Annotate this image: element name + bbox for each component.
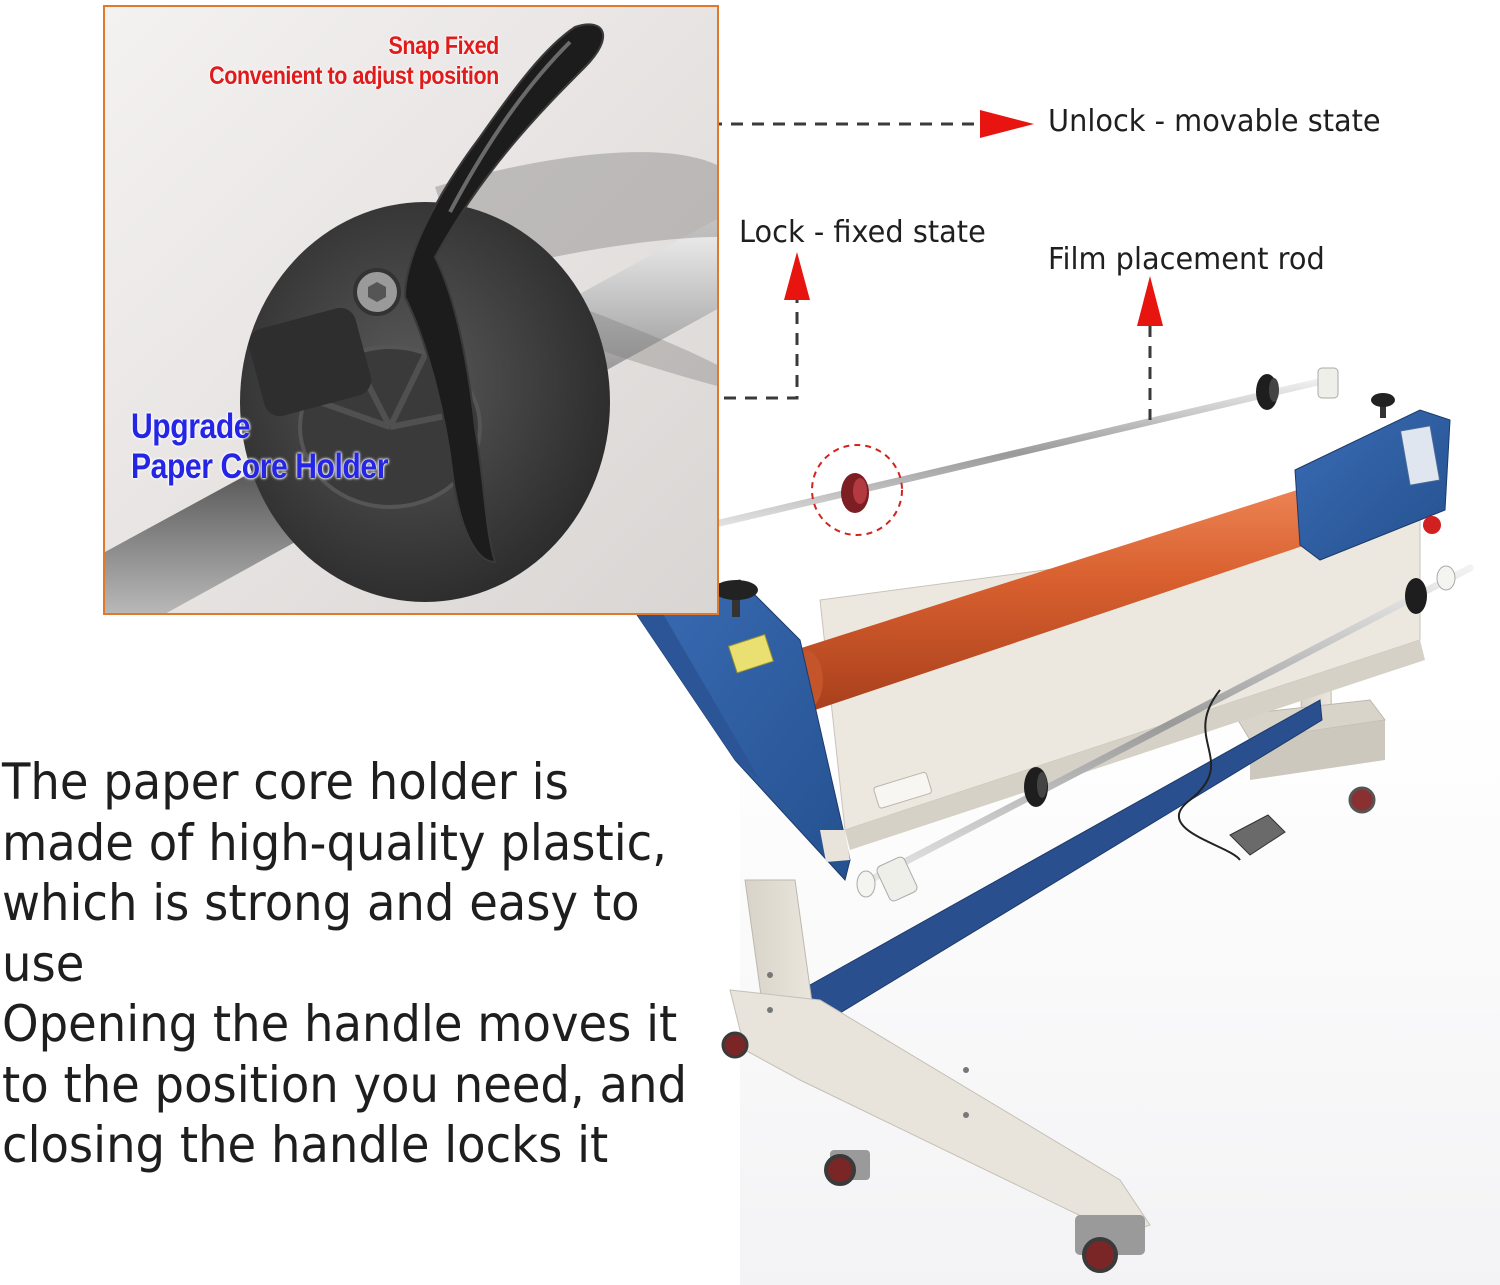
caster-wheel (721, 1031, 749, 1059)
description-paragraph-2: Opening the handle moves it to the posit… (2, 995, 688, 1174)
lock-callout-label: Lock - fixed state (739, 215, 986, 250)
handle-highlight (448, 40, 572, 213)
callout-arrows (784, 110, 1163, 326)
closeup-photo (105, 7, 717, 613)
right-control-box (1294, 393, 1451, 561)
badge-line-1: Upgrade (131, 407, 251, 446)
film-placement-rod-lower (856, 564, 1474, 902)
caster-wheel (1075, 1215, 1145, 1273)
rod-callout-label: Film placement rod (1048, 242, 1325, 277)
left-housing (626, 579, 851, 882)
power-cable (1178, 689, 1286, 861)
caption-line-2: Convenient to adjust position (209, 62, 499, 90)
upgrade-badge: Upgrade Paper Core Holder (131, 407, 388, 487)
highlight-circle (811, 444, 903, 536)
rod-arrow-head (1137, 276, 1163, 326)
caster-wheel (824, 1150, 870, 1186)
lock-arrow-head (784, 252, 810, 300)
hex-socket (368, 282, 386, 302)
description-paragraph-1: The paper core holder is made of high-qu… (2, 753, 667, 993)
adjust-knob (714, 580, 758, 617)
unlock-callout-label: Unlock - movable state (1048, 104, 1381, 139)
paper-core-holder (841, 473, 869, 513)
caption-line-1: Snap Fixed (388, 32, 500, 60)
front-stand (721, 879, 1151, 1273)
adjust-knob (1371, 393, 1395, 418)
foot-pedal (1229, 814, 1286, 856)
core-holder-closeup: Snap Fixed Convenient to adjust position… (103, 5, 719, 615)
clamp-block (248, 307, 372, 417)
inset-caption: Snap Fixed Convenient to adjust position (209, 31, 499, 91)
locking-handle (403, 23, 605, 564)
feature-description: The paper core holder is made of high-qu… (2, 752, 709, 1176)
badge-line-2: Paper Core Holder (131, 447, 388, 486)
unlock-arrow-head (980, 110, 1034, 138)
